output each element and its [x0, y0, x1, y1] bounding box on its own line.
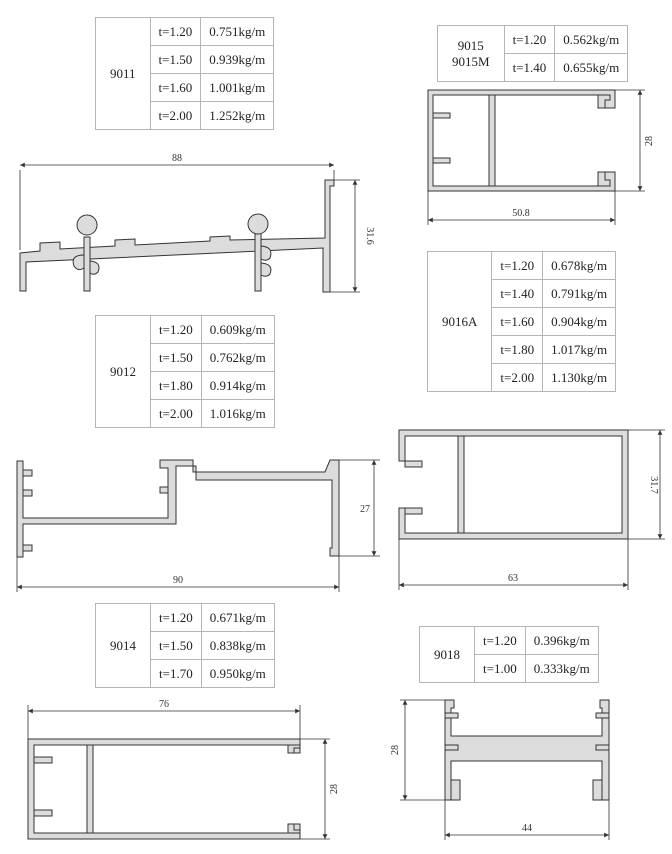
weight-cell: 0.655kg/m: [554, 53, 629, 82]
thickness-cell: t=1.20: [149, 17, 202, 46]
thickness-cell: t=1.70: [150, 659, 202, 688]
weight-cell: 0.914kg/m: [200, 371, 275, 400]
dimension-label: 31.7: [648, 476, 659, 494]
dimension-label: 50.8: [512, 208, 530, 219]
profile-9016A-drawing: [398, 429, 629, 540]
thickness-cell: t=1.00: [474, 654, 526, 683]
dimension-label: 44: [522, 823, 532, 834]
weight-cell: 1.130kg/m: [542, 363, 617, 392]
weight-cell: 1.252kg/m: [200, 101, 275, 130]
dimension-label: 63: [508, 573, 518, 584]
profile-code: 9014: [95, 603, 151, 688]
profile-9012-drawing: [16, 459, 340, 558]
profile-code: 9015 9015M: [437, 25, 505, 82]
weight-cell: 0.791kg/m: [542, 279, 617, 308]
profile-9018-drawing: [444, 699, 610, 801]
weight-cell: 0.671kg/m: [200, 603, 275, 632]
spec-table-9015: 9015 9015M t=1.20 0.562kg/m t=1.40 0.655…: [437, 25, 629, 82]
weight-cell: 0.562kg/m: [554, 25, 629, 54]
thickness-cell: t=2.00: [150, 399, 202, 428]
dimension-label: 88: [172, 153, 182, 164]
weight-cell: 0.950kg/m: [200, 659, 275, 688]
profile-code-line: 9015M: [452, 53, 490, 69]
dimension-label: 76: [159, 699, 169, 710]
spec-table-9011: 9011 t=1.20 0.751kg/m t=1.50 0.939kg/m t…: [95, 17, 275, 130]
thickness-cell: t=1.60: [491, 307, 544, 336]
spec-table-9018: 9018 t=1.20 0.396kg/m t=1.00 0.333kg/m: [419, 626, 599, 683]
weight-cell: 0.838kg/m: [200, 631, 275, 660]
thickness-cell: t=1.20: [491, 251, 544, 280]
thickness-cell: t=1.20: [503, 25, 556, 54]
dimension-label: 90: [173, 575, 183, 586]
profile-code: 9016A: [426, 251, 493, 392]
weight-cell: 0.939kg/m: [200, 45, 275, 74]
thickness-cell: t=1.50: [149, 45, 202, 74]
spec-table-9016A: 9016A t=1.20 0.678kg/m t=1.40 0.791kg/m …: [426, 251, 617, 392]
thickness-cell: t=1.50: [150, 343, 202, 372]
profile-9014-drawing: [27, 738, 301, 840]
weight-cell: 1.001kg/m: [200, 73, 275, 102]
weight-cell: 1.016kg/m: [200, 399, 275, 428]
profile-9015-drawing: [427, 89, 616, 192]
profile-code: 9012: [95, 315, 151, 428]
thickness-cell: t=1.20: [150, 603, 202, 632]
profile-code: 9018: [419, 626, 475, 683]
thickness-cell: t=1.80: [491, 335, 544, 364]
dimension-lines: [16, 89, 665, 840]
profile-code-line: 9015: [457, 37, 484, 53]
thickness-cell: t=2.00: [149, 101, 202, 130]
spec-table-9014: 9014 t=1.20 0.671kg/m t=1.50 0.838kg/m t…: [95, 603, 275, 688]
dimension-label: 27: [360, 504, 370, 515]
dimension-label: 28: [644, 136, 655, 146]
dimension-label: 28: [390, 745, 401, 755]
thickness-cell: t=1.40: [503, 53, 556, 82]
dimension-label: 31.6: [364, 227, 375, 245]
profile-code: 9011: [95, 17, 151, 130]
weight-cell: 0.678kg/m: [542, 251, 617, 280]
profile-9011-drawing: [19, 179, 335, 293]
weight-cell: 0.333kg/m: [524, 654, 599, 683]
thickness-cell: t=1.20: [474, 626, 526, 655]
thickness-cell: t=2.00: [491, 363, 544, 392]
dimension-label: 28: [329, 784, 340, 794]
spec-table-9012: 9012 t=1.20 0.609kg/m t=1.50 0.762kg/m t…: [95, 315, 275, 428]
